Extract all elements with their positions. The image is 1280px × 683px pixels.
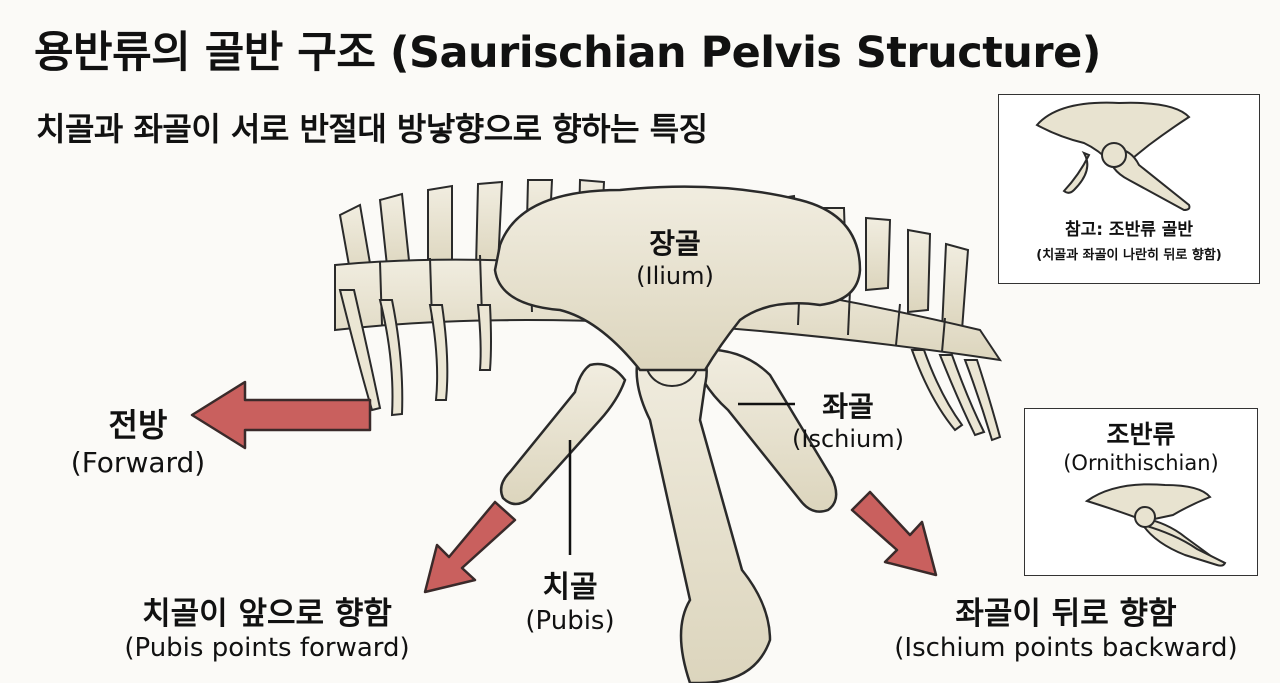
pubis-label-ko: 치골 [542, 570, 598, 605]
page-subtitle: 치골과 좌골이 서로 반절대 방낳향으로 향하는 특징 [36, 110, 708, 148]
ornithischian-en: (Ornithischian) [1063, 451, 1219, 475]
tail-chevrons [910, 349, 1002, 442]
pubis-bone [499, 362, 627, 506]
ischium-label-ko: 좌골 [822, 390, 874, 423]
ischium-backward-en: (Ischium points backward) [894, 633, 1238, 663]
reference-text: 참고: 조반류 골반 (치골과 좌골이 나란히 뒤로 향함) [999, 215, 1259, 263]
ornithischian-text: 조반류 (Ornithischian) [1025, 415, 1257, 475]
ornithischian-ko: 조반류 [1106, 420, 1176, 449]
ribs [338, 289, 492, 417]
ischium-bone [688, 348, 838, 513]
ischium-label-en: (Ischium) [792, 425, 904, 453]
pubis-arrow-icon [423, 500, 517, 594]
forward-label-ko: 전방 [108, 406, 168, 444]
ischium-arrow-icon [850, 490, 938, 577]
ilium-bone [493, 185, 862, 372]
ilium-label-en: (Ilium) [636, 262, 714, 290]
forward-label-en: (Forward) [70, 446, 206, 479]
ilium-label-ko: 장골 [649, 227, 701, 260]
ischium-backward-ko: 좌골이 뒤로 향함 [955, 596, 1177, 632]
reference-pelvis-illustration [1035, 101, 1191, 212]
page-title: 용반류의 골반 구조 (Saurischian Pelvis Structure… [34, 28, 1101, 78]
pubis-forward-en: (Pubis points forward) [124, 633, 410, 663]
reference-caption: (치골과 좌골이 나란히 뒤로 향함) [1036, 248, 1222, 263]
ilium-label: 장골 (Ilium) [620, 222, 730, 290]
pubis-label-en: (Pubis) [525, 606, 615, 636]
ornithischian-illustration [1084, 483, 1227, 567]
ischium-backward-label: 좌골이 뒤로 향함 (Ischium points backward) [866, 588, 1266, 663]
ischium-label: 좌골 (Ischium) [778, 385, 918, 453]
pubis-forward-ko: 치골이 앞으로 향함 [142, 596, 392, 632]
forward-label: 전방 (Forward) [48, 400, 228, 479]
pubis-label: 치골 (Pubis) [510, 562, 630, 636]
reference-box: 참고: 조반류 골반 (치골과 좌골이 나란히 뒤로 향함) [998, 94, 1260, 284]
ornithischian-box: 조반류 (Ornithischian) [1024, 408, 1258, 576]
reference-title: 참고: 조반류 골반 [1064, 220, 1194, 240]
forward-arrow-icon [190, 380, 372, 450]
pubis-forward-label: 치골이 앞으로 향함 (Pubis points forward) [92, 588, 442, 663]
